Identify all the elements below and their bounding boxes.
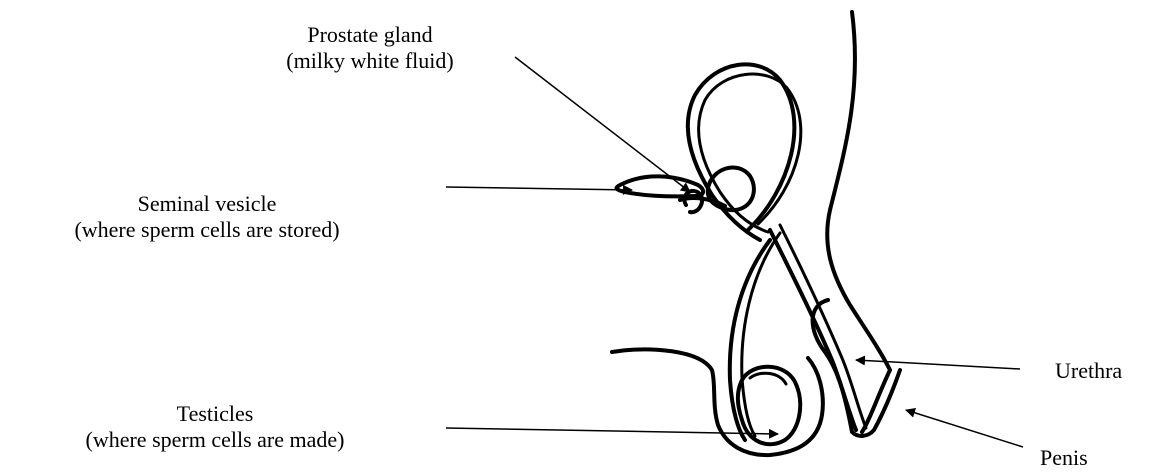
prostate-label-title: Prostate gland: [250, 22, 490, 48]
penis-label: Penis: [1040, 445, 1088, 471]
scrotum-outline: [612, 349, 823, 455]
testicles-label: Testicles (where sperm cells are made): [10, 401, 420, 453]
epididymis-shape: [750, 373, 786, 384]
seminal-vesicle-label-desc: (where sperm cells are stored): [2, 217, 412, 243]
testicles-pointer: [446, 428, 778, 434]
penis-pointer: [906, 410, 1023, 447]
prostate-label: Prostate gland (milky white fluid): [250, 22, 490, 74]
prostate-label-desc: (milky white fluid): [250, 48, 490, 74]
seminal-vesicle-label-title: Seminal vesicle: [2, 191, 412, 217]
prostate-gland-shape: [708, 167, 754, 210]
penis-label-title: Penis: [1040, 445, 1088, 471]
testicle-shape: [738, 367, 800, 445]
testicles-label-desc: (where sperm cells are made): [10, 427, 420, 453]
urethra-label-title: Urethra: [1055, 358, 1122, 384]
testicles-label-title: Testicles: [10, 401, 420, 427]
urethra-pointer: [856, 360, 1020, 369]
seminal-vesicle-label: Seminal vesicle (where sperm cells are s…: [2, 191, 412, 243]
urethra-label: Urethra: [1055, 358, 1122, 384]
seminal-vesicle-pointer: [446, 187, 632, 190]
prostate-pointer: [515, 57, 690, 192]
